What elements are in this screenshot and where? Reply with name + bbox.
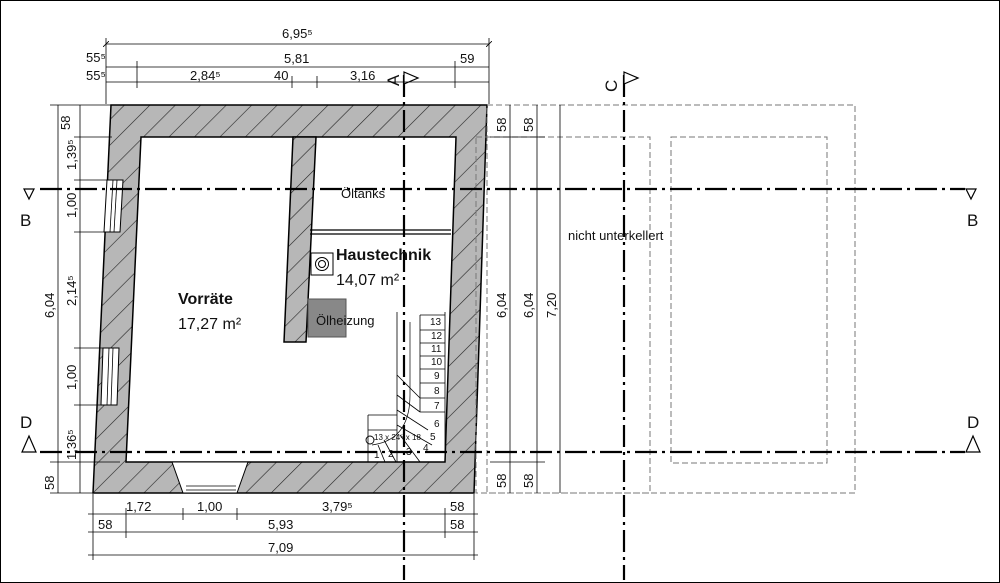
label-oeltanks: Öltanks (341, 186, 386, 201)
dim-right-b-mid: 6,04 (521, 293, 536, 318)
dim-left-seg3: 2,14⁵ (64, 275, 79, 306)
stair-step-10: 10 (431, 357, 443, 368)
stair-step-7: 7 (434, 401, 440, 412)
dim-right-overall: 7,20 (544, 293, 559, 318)
dim-right-a-mid: 6,04 (494, 293, 509, 318)
stair-step-9: 9 (434, 371, 440, 382)
dim-right-a-bot: 58 (494, 474, 509, 488)
room-area-vorraete: 17,27 m² (178, 316, 242, 333)
dim-bottom-r1-a: 1,72 (126, 499, 151, 514)
stair-numbers: 13 12 11 10 9 8 7 6 5 4 3 2 1 13 x 24⁵ x… (374, 317, 443, 461)
dim-top-overall: 6,95⁵ (282, 26, 313, 41)
dim-left-bottom-wall: 58 (42, 476, 57, 490)
stair-step-5: 5 (430, 432, 436, 443)
section-label-a: A (384, 74, 403, 86)
dim-top-r2-left: 55⁵ (86, 50, 106, 65)
window-left-upper (103, 179, 124, 233)
boiler-icon (307, 298, 347, 338)
dim-right-a-top: 58 (494, 118, 509, 132)
section-label-b-left: B (20, 211, 31, 230)
stair-formula: 13 x 24⁵ x 18 (374, 433, 421, 442)
label-nicht-unterkellert: nicht unterkellert (568, 228, 664, 243)
label-oelheizung: Ölheizung (316, 313, 375, 328)
room-area-haustechnik: 14,07 m² (336, 272, 400, 289)
room-name-haustechnik: Haustechnik (336, 247, 431, 264)
stair-step-4: 4 (423, 443, 429, 454)
stair-step-6: 6 (434, 419, 440, 430)
dim-left-seg1: 1,39⁵ (64, 139, 79, 170)
unbasemented-outline (475, 104, 856, 494)
dim-bottom-r1-c: 3,79⁵ (322, 499, 353, 514)
dim-bottom-r1-d: 58 (450, 499, 464, 514)
dim-bottom-overall: 7,09 (268, 540, 293, 555)
window-left-lower (100, 347, 120, 406)
room-labels: Vorräte 17,27 m² Haustechnik 14,07 m² Öl… (178, 186, 664, 333)
section-letters: B B D D A C (20, 74, 979, 432)
dim-left-seg4: 1,00 (64, 365, 79, 390)
dim-top-r3-a: 2,84⁵ (190, 68, 221, 83)
stair-step-12: 12 (431, 331, 443, 342)
dim-bottom-r1-b: 1,00 (197, 499, 222, 514)
dim-left-seg5: 1,36⁵ (64, 429, 79, 460)
dim-left-overall: 6,04 (42, 293, 57, 318)
dim-bottom-r2-c: 58 (450, 517, 464, 532)
stair-step-8: 8 (434, 386, 440, 397)
section-label-b-right: B (967, 211, 978, 230)
section-lines (40, 75, 965, 580)
dim-top-r3-c: 3,16 (350, 68, 375, 83)
dim-right-b-bot: 58 (521, 474, 536, 488)
section-label-c: C (602, 80, 621, 92)
dim-top-r3-left: 55⁵ (86, 68, 106, 83)
dim-top-r2-mid: 5,81 (284, 51, 309, 66)
dim-left-top-wall: 58 (58, 116, 73, 130)
dim-top-r3-b: 40 (274, 68, 288, 83)
stair-step-2: 2 (388, 449, 394, 460)
dimension-lines (50, 38, 561, 560)
dim-left-seg2: 1,00 (64, 193, 79, 218)
dim-top-r2-right: 59 (460, 51, 474, 66)
section-label-d-left: D (20, 413, 32, 432)
dimensions-top: 6,95⁵ 55⁵ 5,81 59 55⁵ 2,84⁵ 40 3,16 (86, 26, 474, 83)
stair-step-1: 1 (374, 450, 380, 461)
section-label-d-right: D (967, 413, 979, 432)
chimney-icon (310, 252, 334, 276)
dim-bottom-r2-b: 5,93 (268, 517, 293, 532)
dimensions-right: 58 6,04 58 58 6,04 58 7,20 (494, 118, 559, 488)
stair-step-11: 11 (431, 344, 442, 355)
dimensions-bottom: 1,72 1,00 3,79⁵ 58 58 5,93 58 7,09 (98, 499, 464, 555)
section-triangles (21, 71, 981, 453)
equipment (307, 252, 347, 338)
room-name-vorraete: Vorräte (178, 291, 233, 308)
window-bottom (171, 461, 249, 494)
dim-right-b-top: 58 (521, 118, 536, 132)
dim-bottom-r2-a: 58 (98, 517, 112, 532)
walls (92, 104, 488, 494)
dimensions-left: 58 1,39⁵ 1,00 2,14⁵ 1,00 1,36⁵ 58 6,04 (42, 116, 79, 490)
stair-step-13: 13 (430, 317, 442, 328)
